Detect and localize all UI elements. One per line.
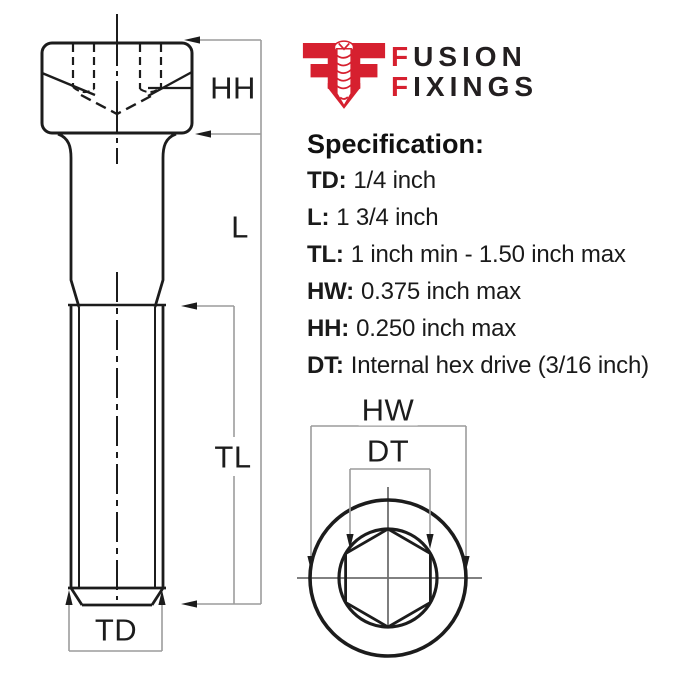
dim-label-head-width: HW [358, 394, 418, 426]
spec-row-l: L:1 3/4 inch [307, 199, 697, 236]
hex-drive-recess [344, 527, 432, 629]
spec-value: 0.250 inch max [356, 315, 517, 342]
socket-arc-left [72, 86, 95, 93]
head-outer-circle [308, 498, 468, 658]
side-view-dimension-arrows [65, 36, 211, 608]
dim-label-head-height: HH [207, 72, 259, 104]
spec-row-dt: DT:Internal hex drive (3/16 inch) [307, 347, 697, 384]
screw-top-view [297, 487, 482, 658]
spec-value: 1 3/4 inch [336, 204, 439, 231]
brand-wordmark: FUSION FIXINGS [391, 42, 538, 102]
spec-label: DT: [307, 352, 344, 379]
spec-label: TL: [307, 241, 344, 268]
socket-arc-right [139, 86, 162, 93]
screw-shank [57, 132, 177, 308]
dim-label-length: L [228, 211, 252, 243]
top-view-dimension-lines [310, 425, 467, 558]
spec-row-hh: HH:0.250 inch max [307, 310, 697, 347]
brand-name-line2: FIXINGS [391, 72, 538, 102]
brand-rest-2: IXINGS [413, 71, 539, 102]
spec-label: HW: [307, 278, 354, 305]
side-view-dimension-lines [68, 39, 262, 652]
brand-initial-2: F [391, 71, 414, 102]
spec-value: 0.375 inch max [360, 278, 521, 305]
top-view-dimension-arrows [307, 534, 470, 571]
spec-label: TD: [307, 167, 347, 194]
spec-value: Internal hex drive (3/16 inch) [350, 352, 649, 379]
specification-heading: Specification: [307, 129, 485, 159]
spec-value: 1 inch min - 1.50 inch max [350, 241, 626, 268]
brand-initial-1: F [391, 41, 414, 72]
dim-label-drive-tool: DT [363, 435, 413, 467]
dim-label-thread-diameter: TD [91, 614, 141, 646]
brand-name-line1: FUSION [391, 42, 538, 72]
spec-row-td: TD:1/4 inch [307, 162, 697, 199]
spec-label: L: [307, 204, 330, 231]
hex-socket-hidden-lines [71, 44, 163, 89]
spec-value: 1/4 inch [353, 167, 436, 194]
dim-label-thread-length: TL [211, 441, 255, 473]
brand-rest-1: USION [413, 41, 527, 72]
specification-block: Specification: TD:1/4 inch L:1 3/4 inch … [307, 126, 697, 384]
fusion-fixings-logo-icon [302, 40, 386, 109]
spec-row-tl: TL:1 inch min - 1.50 inch max [307, 236, 697, 273]
logo-screw-glyph [333, 40, 355, 108]
spec-row-hw: HW:0.375 inch max [307, 273, 697, 310]
screw-tip [68, 586, 166, 607]
spec-label: HH: [307, 315, 350, 342]
socket-bottom-hidden-cone [80, 93, 154, 116]
screw-thread-section [68, 272, 166, 600]
screw-side-view [40, 14, 194, 607]
